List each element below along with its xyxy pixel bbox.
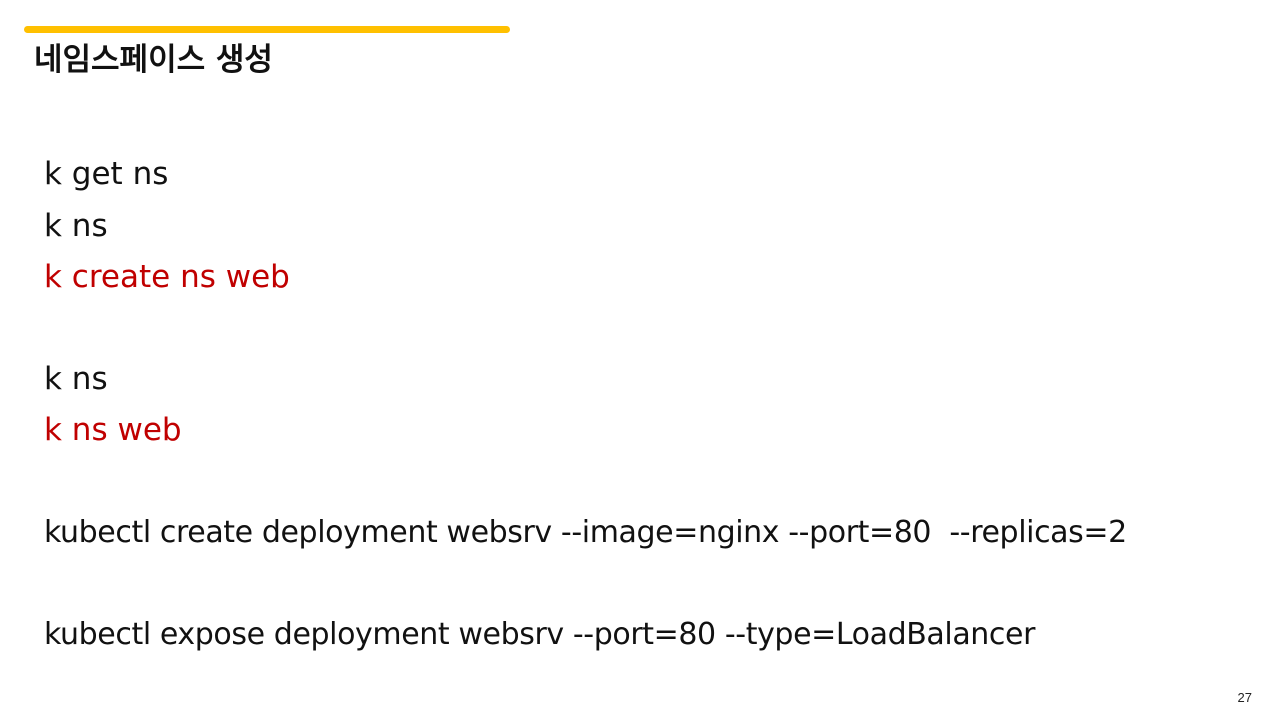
slide-title: 네임스페이스 생성 [34,42,273,78]
command-ns: k ns [44,208,108,244]
command-create-ns-web: k create ns web [44,259,290,295]
command-get-ns: k get ns [44,156,169,192]
command-create-deployment: kubectl create deployment websrv --image… [44,515,1127,550]
command-ns-web: k ns web [44,412,182,448]
command-expose-deployment: kubectl expose deployment websrv --port=… [44,617,1036,652]
page-number: 27 [1237,690,1252,705]
command-ns-again: k ns [44,361,108,397]
title-accent-bar [24,26,510,33]
